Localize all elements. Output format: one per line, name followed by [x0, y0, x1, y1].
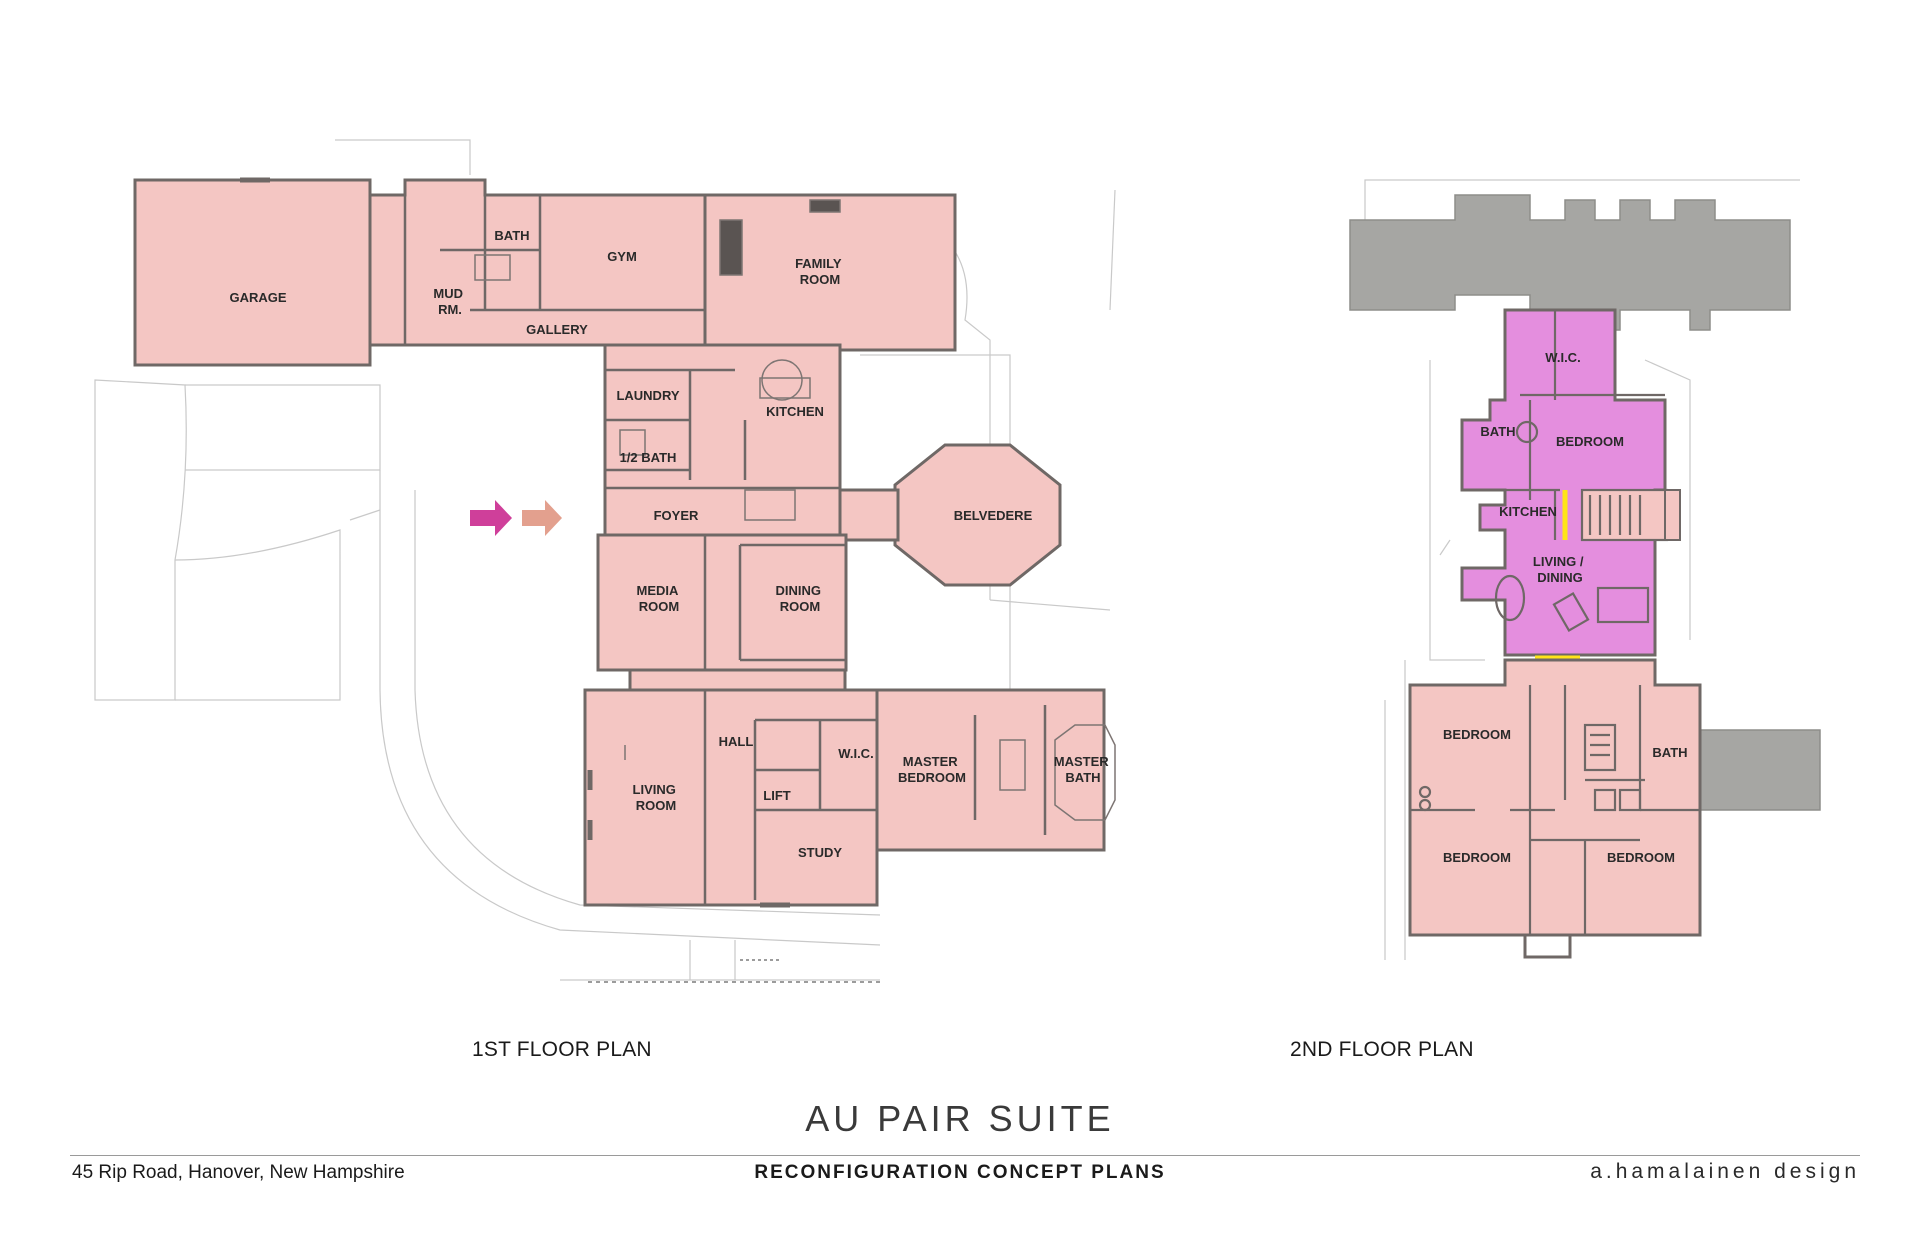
first-floor-rooms-fill	[133, 178, 1106, 907]
project-address: 45 Rip Road, Hanover, New Hampshire	[72, 1162, 405, 1183]
label-master-bedroom: MASTER BEDROOM	[898, 754, 966, 785]
label-2f-bedroom-nw: BEDROOM	[1443, 727, 1511, 742]
label-wic: W.I.C.	[838, 746, 873, 761]
label-2f-wic: W.I.C.	[1545, 350, 1580, 365]
label-belvedere: BELVEDERE	[954, 508, 1033, 523]
new-entry-arrow	[470, 500, 512, 536]
label-mud-room: MUD RM.	[433, 286, 466, 317]
roof-gray-porch	[1694, 729, 1821, 811]
designer-name: a.hamalainen design	[1590, 1160, 1860, 1183]
master-suite-area	[875, 688, 1106, 852]
label-master-bath: MASTER BATH	[1054, 754, 1113, 785]
label-2f-bath-e: BATH	[1652, 745, 1687, 760]
label-2f-bedroom-se: BEDROOM	[1607, 850, 1675, 865]
second-floor-plan: W.I.C. BATH BEDROOM KITCHEN LIVING / DIN…	[1349, 179, 1821, 960]
label-family-room: FAMILY ROOM	[795, 256, 845, 287]
media-dining-area	[596, 533, 848, 672]
belvedere-corridor	[838, 488, 900, 542]
label-garage: GARAGE	[229, 290, 286, 305]
label-hall: HALL	[719, 734, 754, 749]
second-floor-existing	[1408, 658, 1702, 959]
label-study: STUDY	[798, 845, 842, 860]
first-floor-plan: GARAGE MUD RM. BATH GYM GALLERY FAMILY R…	[94, 139, 1116, 983]
label-living-room: LIVING ROOM	[633, 782, 680, 813]
second-floor-plan-title: 2ND FLOOR PLAN	[1290, 1038, 1474, 1061]
label-2f-living-dining: LIVING / DINING	[1533, 554, 1587, 585]
second-floor-interior-walls	[1410, 685, 1700, 935]
au-pair-suite	[1460, 308, 1667, 657]
suite-area	[1460, 308, 1667, 657]
sheet-subtitle: RECONFIGURATION CONCEPT PLANS	[754, 1162, 1166, 1183]
label-2f-bath: BATH	[1480, 424, 1515, 439]
label-2f-bedroom-sw: BEDROOM	[1443, 850, 1511, 865]
label-2f-suite-bedroom: BEDROOM	[1556, 434, 1624, 449]
label-kitchen: KITCHEN	[766, 404, 824, 419]
roof-over-wing	[1349, 194, 1821, 811]
label-media-room: MEDIA ROOM	[636, 583, 681, 614]
stair-to-suite	[1664, 489, 1681, 541]
label-foyer: FOYER	[654, 508, 699, 523]
first-floor-plan-title: 1ST FLOOR PLAN	[472, 1038, 652, 1061]
label-lift: LIFT	[763, 788, 790, 803]
living-study-area	[583, 688, 879, 907]
second-floor-room-labels: W.I.C. BATH BEDROOM KITCHEN LIVING / DIN…	[1443, 350, 1688, 865]
label-laundry: LAUNDRY	[616, 388, 679, 403]
front-porch	[1523, 933, 1572, 959]
title-block-rule	[70, 1155, 1860, 1156]
first-floor-interior-walls	[403, 195, 1047, 905]
site-fence	[588, 959, 880, 983]
first-floor-windows	[240, 177, 790, 908]
label-gallery: GALLERY	[526, 322, 588, 337]
label-bath: BATH	[494, 228, 529, 243]
label-2f-kitchen: KITCHEN	[1499, 504, 1557, 519]
core-area	[603, 343, 842, 537]
family-room-area	[703, 193, 957, 352]
bedrooms-area	[1408, 658, 1702, 937]
existing-entry-arrow	[522, 500, 562, 536]
suite-highlights	[1535, 490, 1580, 661]
first-floor-room-labels: GARAGE MUD RM. BATH GYM GALLERY FAMILY R…	[229, 228, 1113, 860]
service-wing-area	[368, 178, 707, 347]
first-floor-fixtures	[474, 199, 1116, 821]
label-half-bath: 1/2 BATH	[620, 450, 677, 465]
garage-area	[133, 178, 372, 367]
label-dining-room: DINING ROOM	[775, 583, 824, 614]
entry-arrows	[470, 500, 562, 536]
label-gym: GYM	[607, 249, 637, 264]
sheet-title: AU PAIR SUITE	[805, 1098, 1115, 1139]
